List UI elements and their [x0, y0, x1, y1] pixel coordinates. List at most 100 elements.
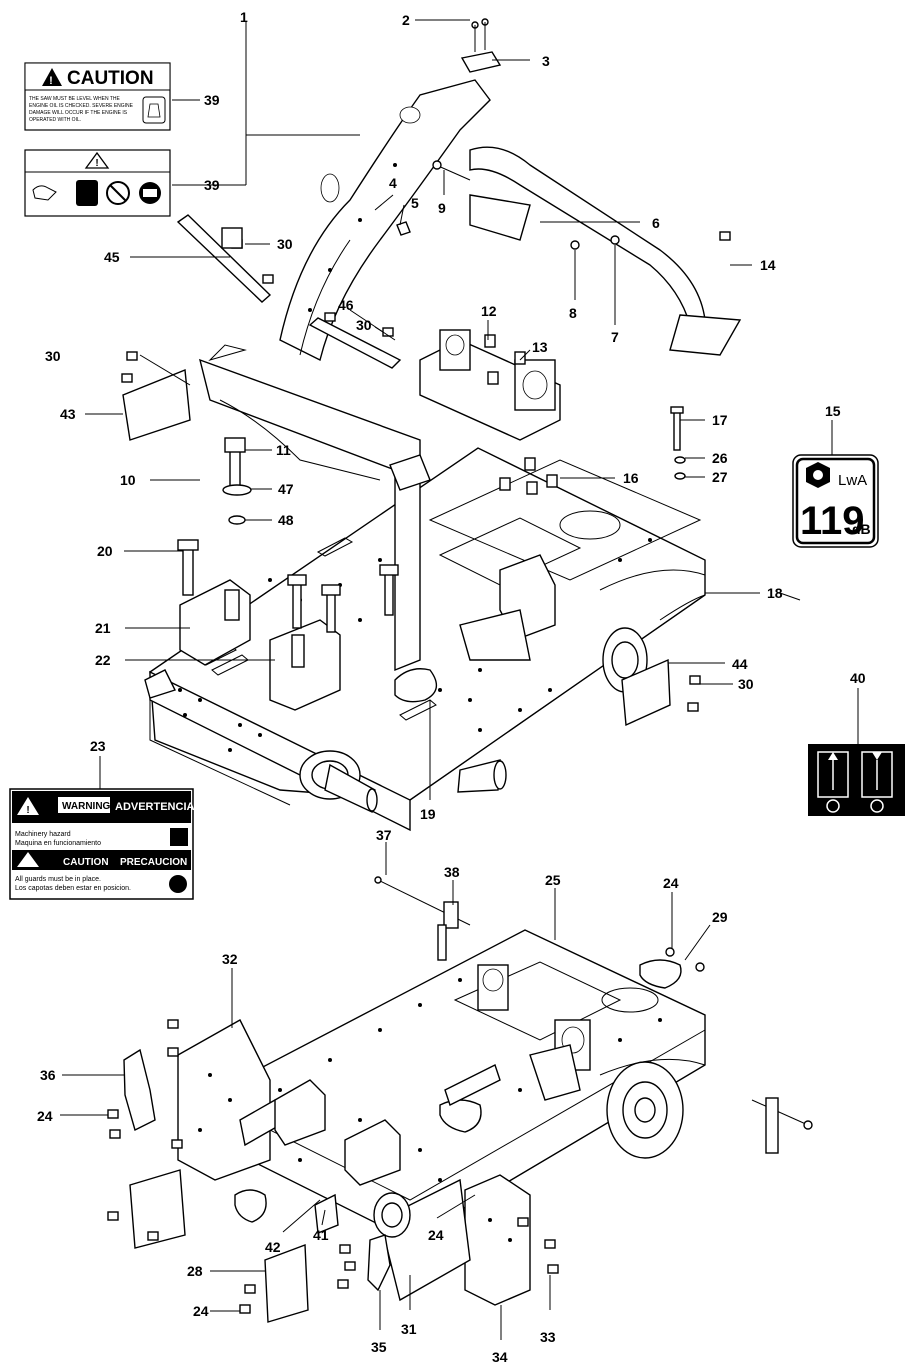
callout-41: 41: [313, 1227, 329, 1243]
rotate-right-icon: [870, 799, 884, 813]
callout-25: 25: [545, 872, 561, 888]
plate-44: [621, 658, 671, 727]
callout-14: 14: [760, 257, 776, 273]
oil-level-icon: [32, 185, 57, 201]
hardware-lower: [107, 876, 813, 1314]
callout-34: 34: [492, 1349, 508, 1365]
callout-26: 26: [712, 450, 728, 466]
warning-line-2: Maquina en funcionamiento: [15, 840, 101, 847]
caution-decal: ! CAUTION THE SAW MUST BE LEVEL WHEN THE…: [24, 62, 171, 131]
callout-10: 10: [120, 472, 136, 488]
caution2-heading-es: PRECAUCION: [120, 857, 187, 868]
hardware-upper: [121, 18, 731, 712]
axle-upper: [144, 627, 648, 814]
callout-44: 44: [732, 656, 748, 672]
warning-line-4: Los capotas deben estar en posicion.: [15, 885, 131, 892]
callout-43: 43: [60, 406, 76, 422]
guard-icon: [169, 875, 187, 893]
caution-line-2: ENGINE OIL IS CHECKED. SEVERE ENGINE: [29, 103, 134, 109]
svg-text:!: !: [26, 805, 29, 816]
strap-46: [308, 317, 402, 369]
callout-19: 19: [420, 806, 436, 822]
callout-36: 36: [40, 1067, 56, 1083]
handle-bar: [469, 146, 742, 356]
callout-37: 37: [376, 827, 392, 843]
callout-16: 16: [623, 470, 639, 486]
callout-15: 15: [825, 403, 841, 419]
callout-13: 13: [532, 339, 548, 355]
guard-34: [464, 1174, 531, 1306]
engine-mount-bracket: [419, 329, 561, 441]
warning-line-1: Machinery hazard: [15, 831, 71, 838]
callout-23: 23: [90, 738, 106, 754]
noise-suffix: dB: [852, 521, 871, 537]
callout-38: 38: [444, 864, 460, 880]
callout-4: 4: [389, 175, 397, 191]
callout-30-right: 30: [738, 676, 754, 692]
guard-32: [177, 1019, 271, 1181]
callout-6: 6: [652, 215, 660, 231]
caution-title: CAUTION: [67, 68, 154, 89]
entanglement-icon: [170, 828, 188, 846]
manual-icon: [76, 180, 98, 206]
callout-45: 45: [104, 249, 120, 265]
callout-12: 12: [481, 303, 497, 319]
warning-triangle-icon: [84, 151, 110, 169]
callout-39-bottom: 39: [204, 177, 220, 193]
callout-24-center: 24: [428, 1227, 444, 1243]
warning-heading-es: ADVERTENCIA: [115, 801, 195, 813]
callout-5: 5: [411, 195, 419, 211]
callout-21: 21: [95, 620, 111, 636]
callout-18: 18: [767, 585, 783, 601]
bracket-lower-left: [274, 1079, 401, 1186]
callout-7: 7: [611, 329, 619, 345]
callout-1: 1: [240, 9, 248, 25]
oil-can-icon: [142, 96, 166, 124]
callout-31: 31: [401, 1321, 417, 1337]
callout-27: 27: [712, 469, 728, 485]
wheel-lower: [606, 1061, 684, 1159]
callout-42: 42: [265, 1239, 281, 1255]
callout-24-upper-right: 24: [663, 875, 679, 891]
strap-45: [176, 214, 272, 303]
plate-28: [264, 1244, 309, 1323]
callout-labels: 1 2 3 4 5 6 7 8 9 10 11 12 13 14 15 16 1…: [37, 9, 866, 1365]
callout-29: 29: [712, 909, 728, 925]
pictogram-decal: !: [24, 149, 171, 217]
bracket-21: [179, 579, 251, 666]
plate-43: [122, 369, 191, 441]
callout-11: 11: [276, 442, 291, 458]
axle-lower: [239, 1098, 411, 1238]
callout-17: 17: [712, 412, 728, 428]
callout-48: 48: [278, 512, 294, 528]
valve-block-upper: [394, 554, 556, 703]
callout-30-left: 30: [45, 348, 61, 364]
leader-lines: [60, 19, 859, 1340]
plate-28-left: [129, 1169, 186, 1249]
callout-32: 32: [222, 951, 238, 967]
warning-decal: ! WARNING ADVERTENCIA Machinery hazard M…: [9, 788, 195, 900]
upright-support: [199, 344, 431, 672]
warning-triangle-icon: [17, 797, 39, 815]
noise-value: 119: [800, 499, 865, 543]
callout-2: 2: [402, 12, 410, 28]
bracket-22: [269, 619, 341, 711]
direction-decal: [808, 744, 905, 816]
callout-39-top: 39: [204, 92, 220, 108]
callout-8: 8: [569, 305, 577, 321]
callout-22: 22: [95, 652, 111, 668]
callout-30-top: 30: [277, 236, 293, 252]
callout-40: 40: [850, 670, 866, 686]
callout-30-mid: 30: [356, 317, 372, 333]
warning-heading-en: WARNING: [62, 801, 111, 812]
caution2-heading-en: CAUTION: [63, 857, 109, 868]
engine-mount-lower: [477, 964, 591, 1101]
noise-level-decal: LwA 119 dB: [792, 454, 879, 548]
callout-35: 35: [371, 1339, 387, 1355]
svg-text:!: !: [49, 75, 53, 87]
warning-line-3: All guards must be in place.: [15, 876, 101, 883]
arrow-down-icon: [872, 752, 882, 760]
caution-line-4: OPERATED WITH OIL.: [29, 117, 81, 123]
callout-47: 47: [278, 481, 294, 497]
